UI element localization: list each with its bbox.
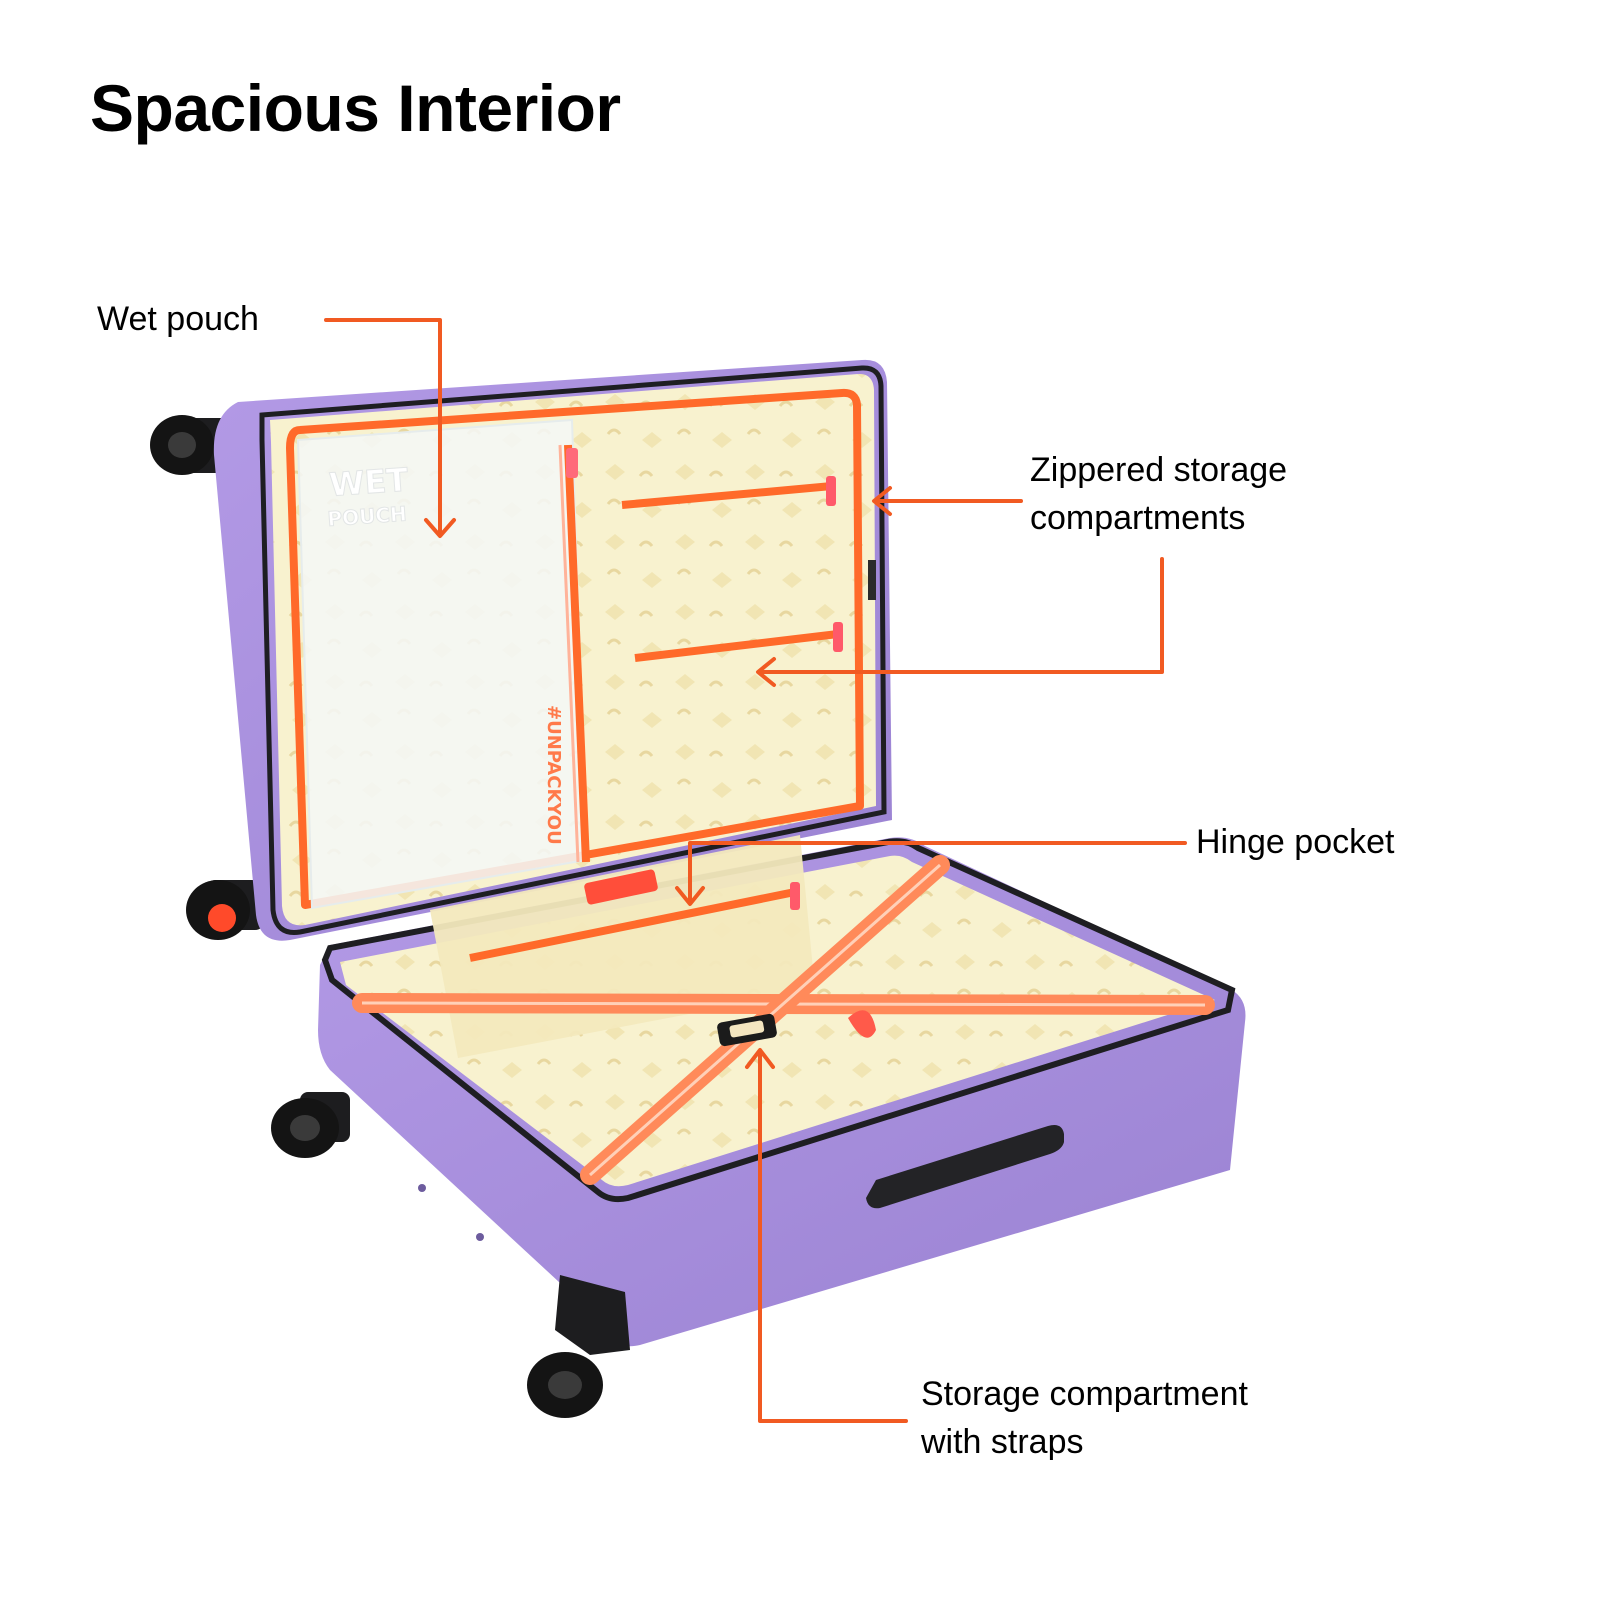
wet-pouch-print-line1: WET [328,461,410,504]
callout-storage-straps: Storage compartment with straps [921,1370,1248,1466]
side-print-text: #UNPACKYOU [543,705,564,845]
callout-zippered-compartments: Zippered storage compartments [1030,446,1287,542]
suitcase-lid: WET POUCH #UNPACKYOU [150,359,892,941]
lid-zipper-pocket-1 [621,476,836,509]
callout-hinge-pocket: Hinge pocket [1196,818,1394,866]
callout-straps-line1: Storage compartment [921,1375,1248,1413]
callout-hinge-line1: Hinge pocket [1196,823,1395,861]
wheel-bottom-front [527,1275,630,1418]
straps-leader [745,1048,908,1423]
callout-straps-line2: with straps [921,1423,1084,1461]
callout-wet-pouch: Wet pouch [97,295,259,343]
wheel-bottom-left [271,1092,350,1158]
wheel-mid-left [186,880,265,940]
suitcase-base [271,835,1246,1418]
zippered-leader-1 [872,486,1023,516]
callout-zippered-line1: Zippered storage [1030,451,1288,489]
hinge-leader [675,841,1187,906]
wet-pouch-leader [324,318,456,538]
callout-lines [324,318,1187,1423]
callout-wet-pouch-line1: Wet pouch [97,300,259,338]
callout-zippered-line2: compartments [1030,499,1246,537]
zippered-leader-2 [756,557,1164,687]
lid-zipper-pocket-2 [634,622,843,662]
compression-straps [352,855,1215,1185]
page-title: Spacious Interior [90,71,621,145]
